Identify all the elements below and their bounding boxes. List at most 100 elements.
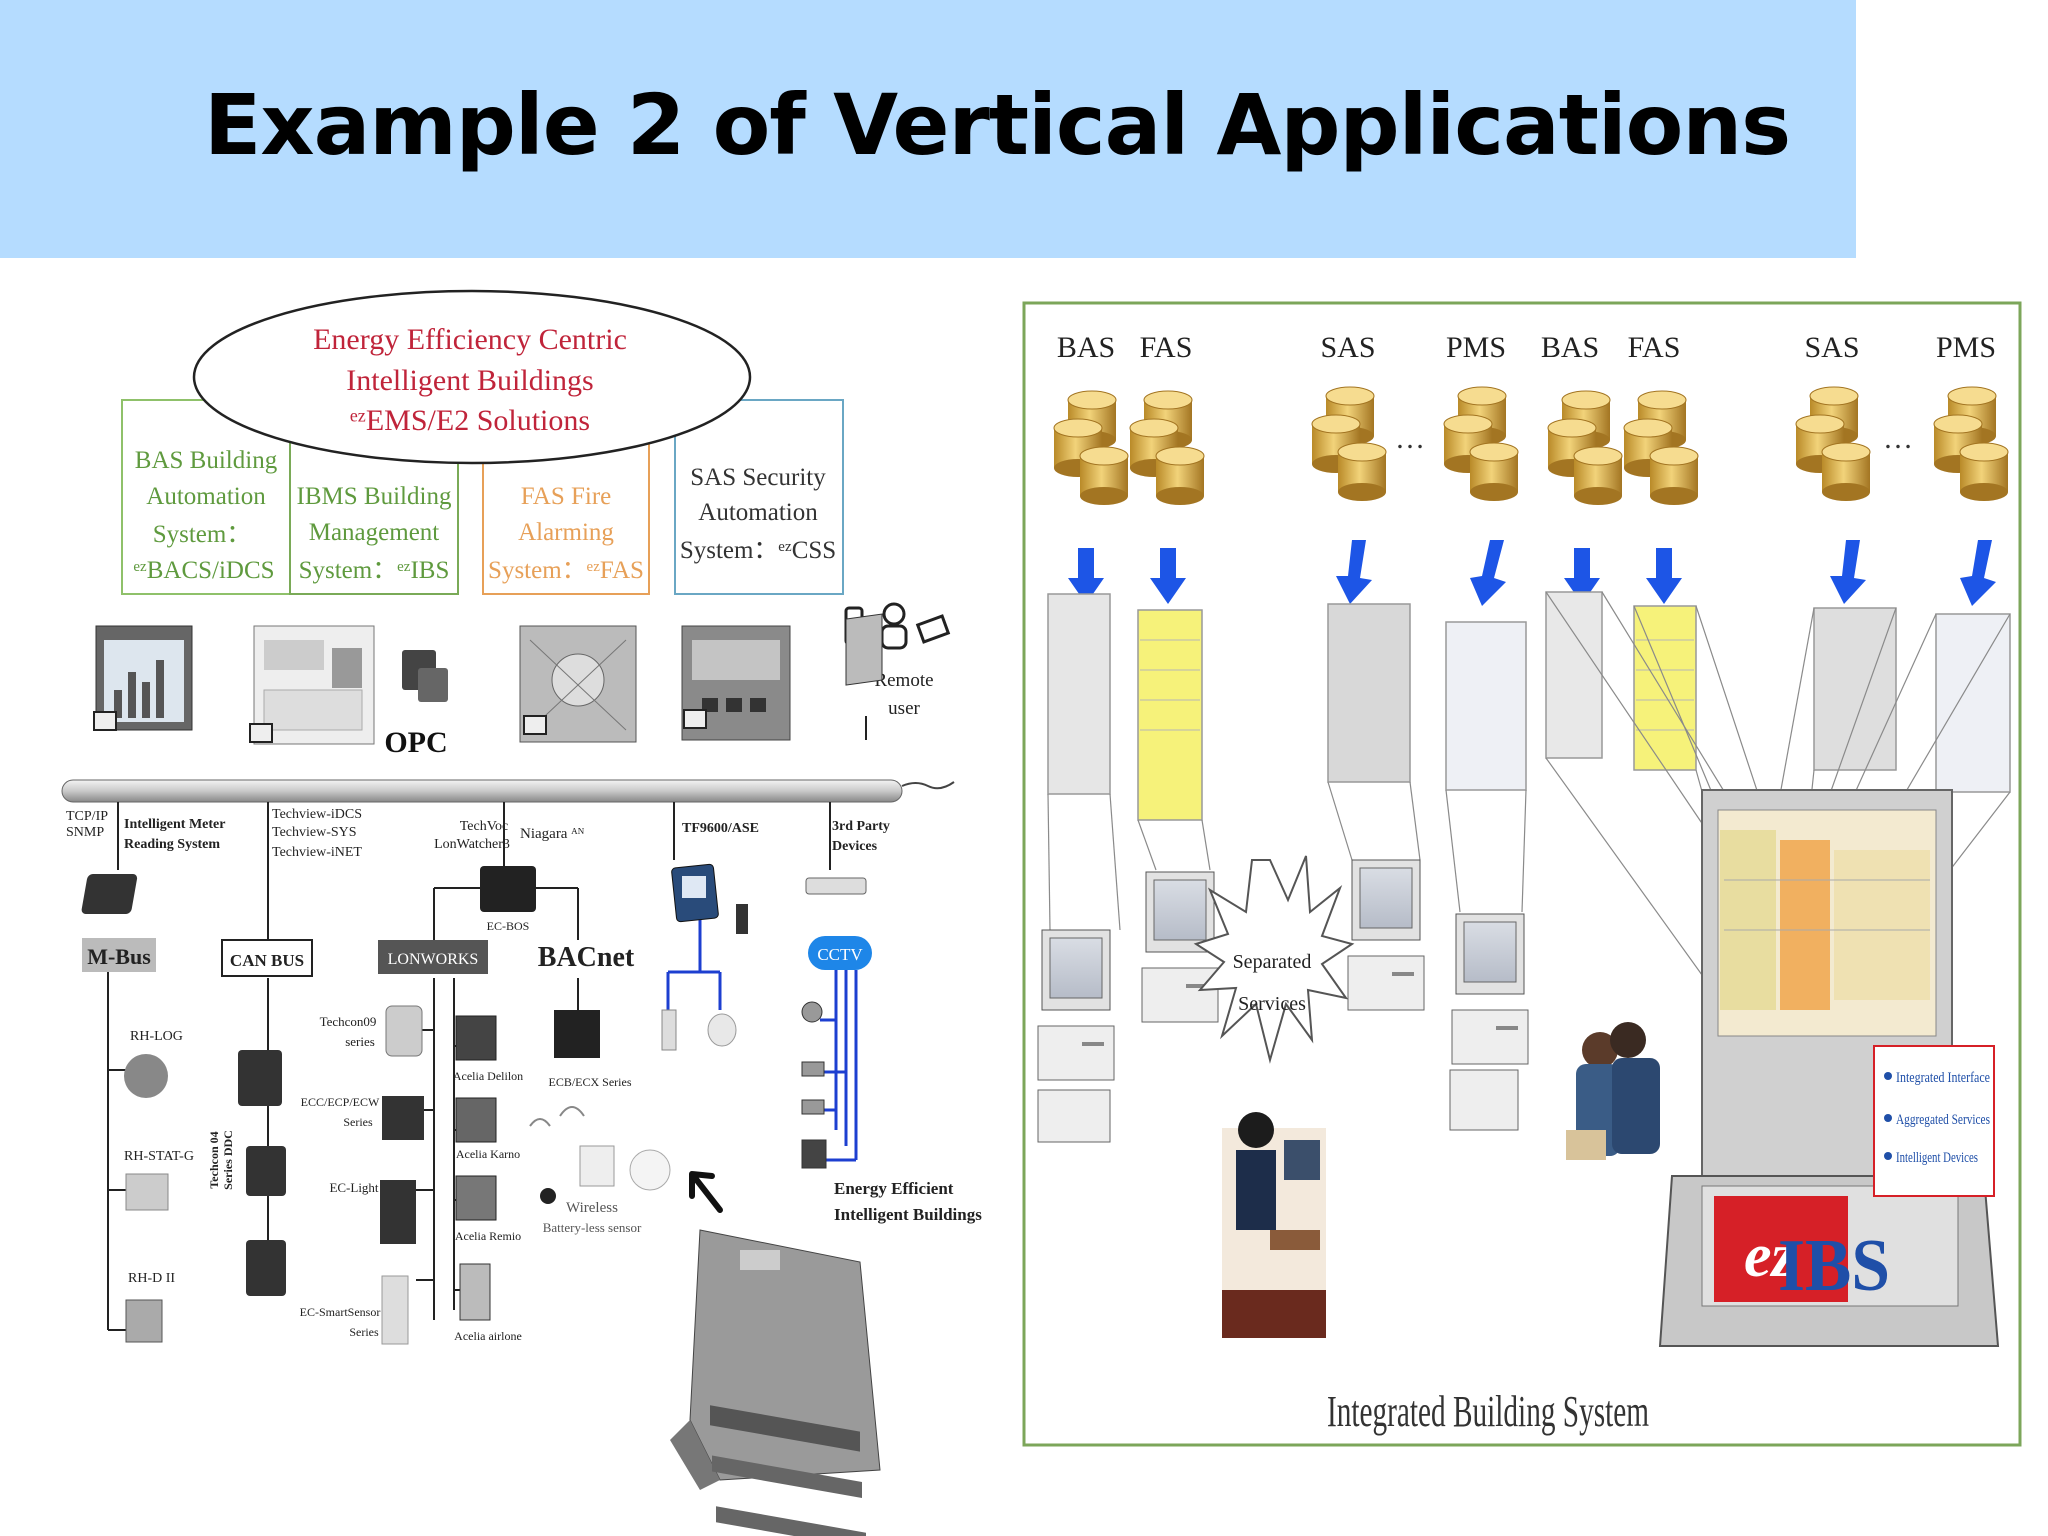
- ecbos-label: EC-BOS: [487, 919, 530, 933]
- ibms-box-line-3: System：ᵉᶻIBS: [299, 557, 450, 584]
- remio-device: [455, 1175, 497, 1221]
- rhd-device: [125, 1299, 163, 1343]
- ecb-device: [554, 1010, 600, 1058]
- ecc-device: [382, 1096, 424, 1140]
- techview-label-3: Techview-iNET: [272, 845, 362, 860]
- separated-services-burst: [1193, 855, 1355, 1064]
- remio-label: Acelia Remio: [455, 1229, 521, 1243]
- rhstat-device: [125, 1173, 169, 1211]
- db-label-pms-1: PMS: [1446, 331, 1506, 364]
- db-label-sas-2: SAS: [1804, 331, 1859, 364]
- feature-item-1: Integrated Interface: [1896, 1070, 1990, 1086]
- integrated-building-caption: Integrated Building System: [1327, 1387, 1649, 1436]
- delilon-label: Acelia Delilon: [453, 1069, 523, 1083]
- bacnet-logo: BACnet: [538, 942, 635, 973]
- wireless-sensor-icons: [529, 1106, 671, 1204]
- network-bus-pipe: [61, 779, 903, 803]
- up-left-arrow: [689, 1171, 723, 1213]
- db-label-sas-1: SAS: [1320, 331, 1375, 364]
- bas-box-line-3: System：: [153, 521, 252, 548]
- sas-box-line-3: System：ᵉᶻCSS: [680, 537, 836, 564]
- third-party-label-2: Devices: [832, 839, 878, 854]
- building-illustration: [670, 1229, 881, 1536]
- feature-item-3: Intelligent Devices: [1896, 1150, 1978, 1166]
- tf-sensor-2: [707, 1013, 737, 1047]
- rhstat-label: RH-STAT-G: [124, 1149, 194, 1164]
- slide-title: Example 2 of Vertical Applications: [204, 76, 1791, 174]
- techcon09-label-2: series: [345, 1034, 375, 1049]
- eclight-label: EC-Light: [329, 1180, 378, 1195]
- db-label-fas-1: FAS: [1140, 331, 1193, 364]
- rhlog-label: RH-LOG: [130, 1029, 183, 1044]
- cctv-cameras: [801, 1001, 827, 1169]
- energy-building-label-1: Energy Efficient: [834, 1179, 954, 1198]
- bas-box-line-2: Automation: [146, 483, 266, 510]
- svg-text:CCTV: CCTV: [817, 945, 863, 964]
- ecc-label-1: ECC/ECP/ECW: [301, 1095, 380, 1109]
- techcon09-device: [385, 1005, 423, 1057]
- ecc-label-2: Series: [343, 1115, 373, 1129]
- svg-text:LONWORKS: LONWORKS: [388, 951, 479, 968]
- svg-text:CAN BUS: CAN BUS: [230, 951, 304, 970]
- ellipse-line-1: Energy Efficiency Centric: [313, 323, 627, 356]
- rhlog-device: [124, 1054, 168, 1098]
- separated-services-line-2: Services: [1238, 993, 1306, 1015]
- engineers-illustration: [1566, 1022, 1660, 1160]
- airlone-label: Acelia airlone: [454, 1329, 522, 1343]
- canbus-label-box: CAN BUS: [221, 939, 313, 977]
- screen-panels: [1047, 591, 2011, 821]
- techvoc-label-2: LonWatcher3: [434, 837, 510, 852]
- techcon09-label-1: Techcon09: [320, 1014, 377, 1029]
- feature-item-2: Aggregated Services: [1896, 1112, 1990, 1128]
- techcon04-device-3: [246, 1240, 286, 1296]
- db-label-pms-2: PMS: [1936, 331, 1996, 364]
- fas-box-line-2: Alarming: [518, 519, 614, 546]
- ecsmart-device: [381, 1275, 409, 1345]
- techcon04-device-2: [246, 1146, 286, 1196]
- bas-chart-monitor: [95, 625, 193, 731]
- ecb-label: ECB/ECX Series: [549, 1075, 632, 1089]
- techview-label-1: Techview-iDCS: [272, 807, 362, 822]
- energy-building-label-2: Intelligent Buildings: [834, 1205, 982, 1224]
- db-label-fas-2: FAS: [1628, 331, 1681, 364]
- fas-box-line-3: System：ᵉᶻFAS: [488, 557, 644, 584]
- eclight-device: [380, 1180, 416, 1244]
- techview-label-2: Techview-SYS: [272, 825, 357, 840]
- ezibs-logo-suffix: IBS: [1778, 1225, 1890, 1307]
- ellipse-line-3: ᵉᶻEMS/E2 Solutions: [350, 404, 590, 437]
- sas-box-line-2: Automation: [698, 499, 818, 526]
- mbus-label-box: M-Bus: [82, 938, 156, 972]
- db-label-bas-1: BAS: [1057, 331, 1115, 364]
- techcon04-device-1: [238, 1050, 282, 1106]
- svg-text:M-Bus: M-Bus: [87, 944, 151, 969]
- right-diagram: BAS FAS SAS PMS BAS FAS SAS PMS … …: [1022, 301, 2022, 1447]
- remote-user-line-2: user: [888, 698, 920, 719]
- remote-user-line-1: Remote: [874, 670, 933, 691]
- person-at-desk-illustration: [1222, 1112, 1326, 1338]
- tcpip-label-2: SNMP: [66, 825, 104, 840]
- ibms-screen-thumbnail: [253, 625, 375, 745]
- tf9600-panel: [671, 863, 748, 934]
- ibms-box-line-2: Management: [309, 519, 440, 546]
- karno-device: [455, 1097, 497, 1143]
- pc-pms: [1451, 913, 1529, 1065]
- fas-box-line-1: FAS Fire: [521, 483, 612, 510]
- lonworks-label-box: LONWORKS: [378, 940, 488, 974]
- third-party-device: [805, 877, 867, 895]
- tf-sensor-1: [661, 1009, 677, 1051]
- rhd-label: RH-D II: [128, 1271, 175, 1286]
- bas-box-line-1: BAS Building: [135, 447, 278, 474]
- svg-text:OPC: OPC: [384, 726, 447, 759]
- ezibs-laptop: ez IBS: [1658, 789, 2000, 1347]
- tcpip-label-1: TCP/IP: [66, 809, 108, 824]
- ecsmart-label-1: EC-SmartSensor: [300, 1305, 381, 1319]
- blue-arrows: [1068, 540, 1996, 606]
- db-ellipsis-2: …: [1883, 422, 1913, 455]
- niagara-label: Niagara ᴬᴺ: [520, 826, 585, 842]
- pc-sas: [1347, 859, 1425, 1011]
- meter-label-1: Intelligent Meter: [124, 817, 225, 832]
- left-diagram: BAS Building Automation System： ᵉᶻBACS/i…: [61, 289, 982, 1536]
- feature-list-box: [1873, 1045, 1995, 1197]
- tf9600-branch: [666, 920, 722, 1010]
- wireless-tower-icon: [845, 613, 883, 740]
